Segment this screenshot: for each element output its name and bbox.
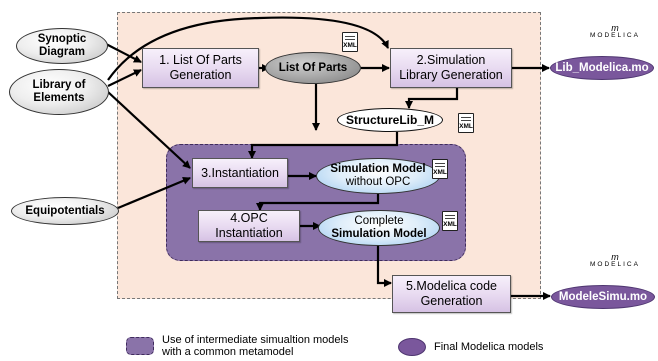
arrow-structurelib-to-instantiation	[248, 132, 399, 159]
simulation-model-without-opc: Simulation Model without OPC	[316, 158, 440, 194]
xml-file-icon: XML	[342, 32, 358, 52]
structurelib-label: StructureLib_M	[345, 112, 434, 127]
lib-modelica-output: Lib_Modelica.mo	[550, 56, 654, 80]
arrow-library-to-simlib	[107, 16, 389, 81]
step-5-label: 5.Modelica code Generation	[405, 279, 498, 308]
sim-model-subtitle: without OPC	[345, 176, 411, 188]
modelica-code-generation-step: 5.Modelica code Generation	[392, 275, 511, 313]
structurelib-artifact: StructureLib_M	[337, 108, 443, 132]
modelesimu-output: ModeleSimu.mo	[551, 285, 655, 309]
modelica-logo-icon: m MODELICA	[590, 252, 640, 269]
arrow-equipotentials-to-instantiation	[117, 176, 191, 210]
opc-instantiation-step: 4.OPC Instantiation	[198, 210, 300, 242]
sim-model-title: Simulation Model	[330, 163, 426, 175]
modelica-logo-icon: m MODELICA	[590, 23, 640, 40]
synoptic-diagram-input: Synoptic Diagram	[16, 28, 108, 64]
legend-intermediate-text: Use of intermediate simualtion models wi…	[162, 334, 349, 358]
list-of-parts-label: List Of Parts	[278, 61, 348, 74]
legend-final-swatch	[398, 338, 426, 356]
step-3-label: 3.Instantiation	[201, 165, 279, 180]
arrow-synoptic-to-parts	[105, 43, 142, 63]
step-4-label: 4.OPC Instantiation	[215, 211, 283, 240]
list-of-parts-artifact: List Of Parts	[265, 52, 361, 84]
complete-model-subtitle: Simulation Model	[331, 228, 427, 240]
equipotentials-label: Equipotentials	[25, 204, 105, 217]
arrow-library-to-instantiation	[107, 91, 191, 169]
legend-intermediate-swatch	[126, 337, 154, 355]
lib-modelica-label: Lib_Modelica.mo	[555, 61, 649, 74]
arrow-simlib-to-structurelib	[405, 88, 459, 109]
xml-file-icon: XML	[442, 211, 458, 231]
step-2-label: 2.Simulation Library Generation	[399, 53, 503, 82]
complete-simulation-model: Complete Simulation Model	[318, 210, 440, 246]
library-label: Library of Elements	[32, 79, 86, 104]
xml-file-icon: XML	[432, 159, 448, 179]
synoptic-label: Synoptic Diagram	[37, 33, 87, 58]
library-of-elements-input: Library of Elements	[9, 69, 109, 115]
step-1-label: 1. List Of Parts Generation	[159, 53, 242, 82]
list-of-parts-generation-step: 1. List Of Parts Generation	[142, 48, 259, 88]
arrow-complete-to-codegen	[376, 244, 392, 287]
modelesimu-label: ModeleSimu.mo	[558, 290, 648, 303]
legend-final-text: Final Modelica models	[434, 341, 544, 353]
complete-model-title: Complete	[354, 215, 404, 227]
arrow-simmodel-to-opc	[256, 192, 380, 211]
equipotentials-input: Equipotentials	[11, 197, 119, 225]
instantiation-step: 3.Instantiation	[192, 158, 288, 188]
xml-file-icon: XML	[458, 113, 474, 133]
simulation-library-generation-step: 2.Simulation Library Generation	[390, 48, 512, 88]
arrow-library-to-parts	[107, 69, 142, 87]
